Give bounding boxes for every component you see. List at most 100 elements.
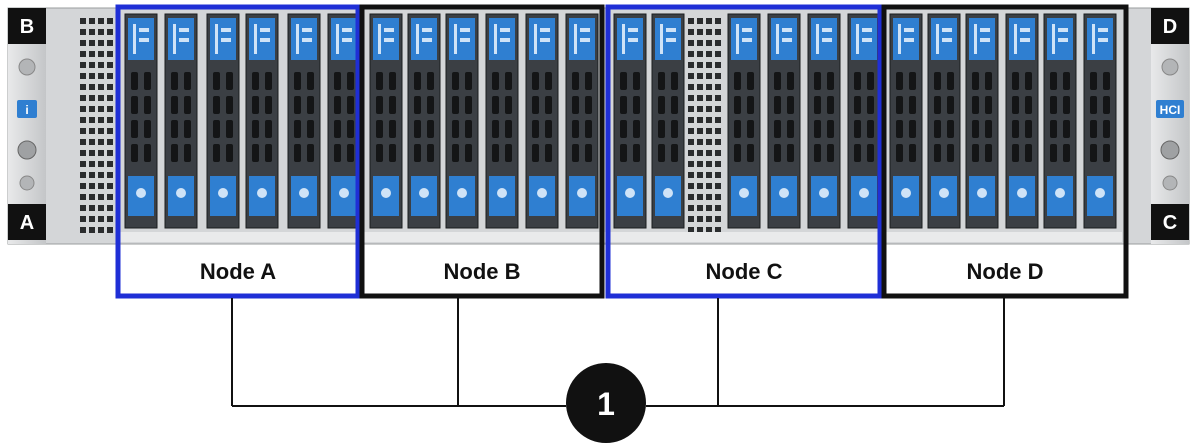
- vent-hole: [107, 205, 113, 211]
- hci-badge-text: HCI: [1160, 103, 1181, 117]
- vent-hole: [715, 139, 721, 145]
- vent-hole: [715, 73, 721, 79]
- vent-hole: [107, 62, 113, 68]
- vent-hole: [107, 29, 113, 35]
- vent-hole: [80, 117, 86, 123]
- left-ear-power-button[interactable]: [17, 140, 37, 160]
- drive-bay[interactable]: [164, 13, 198, 239]
- vent-hole: [89, 73, 95, 79]
- vent-hole: [706, 216, 712, 222]
- drive-bay[interactable]: [965, 13, 999, 239]
- vent-hole: [98, 172, 104, 178]
- vent-hole: [715, 51, 721, 57]
- vent-hole: [107, 95, 113, 101]
- corner-label-top-right: D: [1163, 16, 1177, 38]
- vent-hole: [89, 84, 95, 90]
- vent-hole: [80, 106, 86, 112]
- vent-hole: [98, 106, 104, 112]
- vent-hole: [98, 128, 104, 134]
- vent-hole: [98, 40, 104, 46]
- vent-hole: [98, 62, 104, 68]
- vent-hole: [697, 194, 703, 200]
- vent-hole: [80, 161, 86, 167]
- vent-hole: [688, 205, 694, 211]
- callout-connectors: [231, 298, 1005, 407]
- drive-bay[interactable]: [445, 13, 479, 239]
- vent-hole: [89, 29, 95, 35]
- drive-bay[interactable]: [1043, 13, 1077, 239]
- drive-bay[interactable]: [287, 13, 321, 239]
- vent-hole: [715, 227, 721, 233]
- corner-label-bottom-left: A: [20, 212, 34, 234]
- vent-hole: [688, 62, 694, 68]
- vent-hole: [89, 128, 95, 134]
- drive-bay[interactable]: [1005, 13, 1039, 239]
- vent-hole: [688, 183, 694, 189]
- vent-hole: [98, 183, 104, 189]
- node-label-b: Node B: [443, 259, 521, 284]
- vent-hole: [89, 216, 95, 222]
- info-icon: [17, 100, 37, 118]
- vent-hole: [706, 194, 712, 200]
- vent-hole: [98, 51, 104, 57]
- vent-hole: [697, 84, 703, 90]
- drive-bay[interactable]: [525, 13, 559, 239]
- callout-number: 1: [597, 386, 615, 422]
- vent-hole: [697, 51, 703, 57]
- vent-hole: [697, 117, 703, 123]
- vent-grid-left: [80, 18, 113, 233]
- drive-bay[interactable]: [369, 13, 403, 239]
- drive-bay[interactable]: [767, 13, 801, 239]
- vent-hole: [715, 29, 721, 35]
- vent-hole: [80, 18, 86, 24]
- vent-hole: [98, 95, 104, 101]
- right-ear-button-top[interactable]: [1161, 58, 1179, 76]
- vent-hole: [107, 216, 113, 222]
- drive-bay[interactable]: [651, 13, 685, 239]
- vent-hole: [89, 172, 95, 178]
- vent-hole: [706, 18, 712, 24]
- drive-bay[interactable]: [613, 13, 647, 239]
- vent-hole: [80, 29, 86, 35]
- left-ear-button-bottom[interactable]: [19, 175, 35, 191]
- drive-bay[interactable]: [124, 13, 158, 239]
- vent-hole: [688, 73, 694, 79]
- right-ear-button-bottom[interactable]: [1162, 175, 1178, 191]
- vent-hole: [107, 84, 113, 90]
- drive-bay[interactable]: [206, 13, 240, 239]
- node-label-d: Node D: [966, 259, 1044, 284]
- drive-bay[interactable]: [327, 13, 361, 239]
- left-ear-button-top[interactable]: [18, 58, 36, 76]
- vent-hole: [715, 161, 721, 167]
- drive-bay[interactable]: [889, 13, 923, 239]
- vent-hole: [688, 194, 694, 200]
- node-label-a: Node A: [199, 259, 277, 284]
- vent-hole: [688, 128, 694, 134]
- drive-bay[interactable]: [1083, 13, 1117, 239]
- right-ear-power-button[interactable]: [1160, 140, 1180, 160]
- vent-hole: [688, 117, 694, 123]
- drive-bay[interactable]: [565, 13, 599, 239]
- vent-hole: [89, 161, 95, 167]
- drive-bay[interactable]: [847, 13, 881, 239]
- drive-bay[interactable]: [807, 13, 841, 239]
- vent-hole: [80, 128, 86, 134]
- drive-bay[interactable]: [727, 13, 761, 239]
- vent-hole: [107, 18, 113, 24]
- drive-bay[interactable]: [407, 13, 441, 239]
- vent-hole: [80, 40, 86, 46]
- vent-hole: [706, 62, 712, 68]
- vent-hole: [80, 227, 86, 233]
- node-box-b: [359, 4, 605, 299]
- drive-bay[interactable]: [245, 13, 279, 239]
- vent-hole: [80, 95, 86, 101]
- vent-hole: [80, 51, 86, 57]
- node-box-c: [605, 4, 883, 299]
- drive-bay[interactable]: [485, 13, 519, 239]
- bay-label-strip: [118, 232, 1122, 242]
- vent-hole: [107, 51, 113, 57]
- vent-hole: [715, 40, 721, 46]
- vent-hole: [706, 84, 712, 90]
- vent-hole: [706, 95, 712, 101]
- drive-bay[interactable]: [927, 13, 961, 239]
